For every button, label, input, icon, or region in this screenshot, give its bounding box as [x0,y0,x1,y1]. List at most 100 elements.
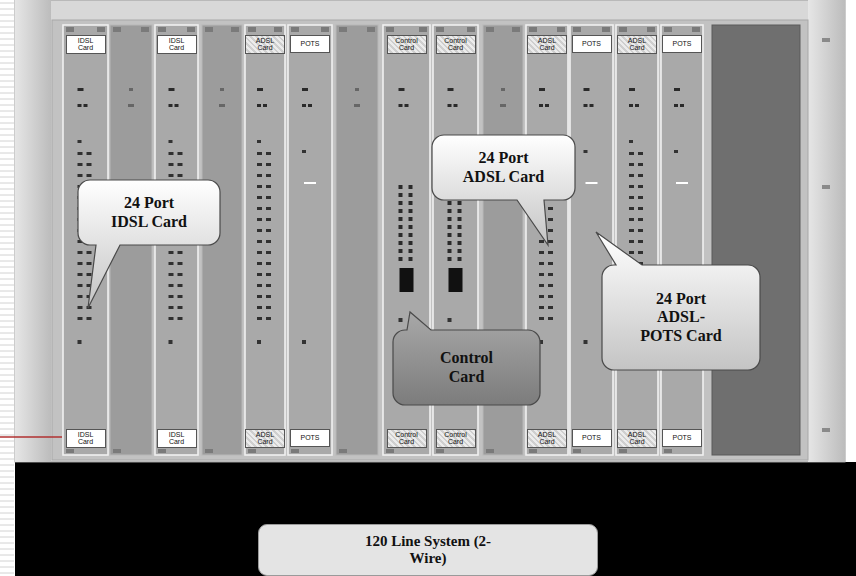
status-led [399,257,403,261]
led [448,318,452,322]
card-latch [436,27,444,32]
led [584,340,588,344]
card-latch [647,27,655,32]
card-label: IDSL Card [157,35,197,54]
port-led [539,284,544,287]
stripe [0,51,14,52]
port-led [266,174,271,177]
left-flange [15,0,51,462]
port-led [548,262,553,265]
card-latch [205,449,213,453]
port-led [266,262,271,265]
callout-bubble: Control Card [393,330,540,405]
status-led [399,241,403,245]
card-latch [248,27,256,32]
card-face [245,25,285,455]
status-led [409,249,413,253]
port-led [169,317,174,320]
led [674,150,678,153]
card-label: Control Card [436,429,476,448]
port-led [266,218,271,221]
status-led [458,257,462,261]
status-led [448,257,452,261]
led [78,340,82,344]
stripe [0,333,14,334]
port-led [548,251,553,254]
led [355,88,359,91]
port-led [87,174,92,177]
flange-tab [822,185,830,189]
stripe [0,3,14,4]
port-led [169,273,174,276]
card-label: POTS [572,35,612,53]
stripe [0,153,14,154]
card-label-text: Control Card [442,37,470,52]
card-latch [386,27,394,32]
card-face [336,25,378,455]
stripe [0,549,14,550]
card-label: Control Card [436,35,476,54]
led [220,88,224,91]
line-card [336,25,378,455]
card-label: POTS [290,35,330,53]
port-led [169,284,174,287]
callout-shape [78,180,220,308]
led [635,104,639,107]
stripe [0,237,14,238]
card-latch [339,27,347,32]
led [78,88,84,91]
card-label-text: ADSL Card [533,37,561,52]
stripe [0,441,14,442]
card-face [661,25,703,455]
led [539,88,545,91]
port-led [539,317,544,320]
led [302,150,306,153]
status-led [409,241,413,245]
stripe [0,243,14,244]
port-led [87,273,92,276]
port-led [638,174,643,177]
led [399,88,405,91]
led [302,104,306,107]
flange-tab [822,38,830,42]
status-led [399,249,403,253]
stripe [0,177,14,178]
card-latch [274,27,282,32]
status-led [448,241,452,245]
port-led [638,163,643,166]
port-led [539,273,544,276]
stripe [0,561,14,562]
stripe [0,207,14,208]
status-led [458,217,462,221]
port-led [638,251,643,254]
stripe [0,327,14,328]
card-latch [573,27,581,32]
status-led [458,225,462,229]
port-led [78,295,83,298]
card-latch [291,27,299,32]
card-latch [467,27,475,32]
port-led [78,306,83,309]
stripe [0,309,14,310]
card-label: POTS [662,429,702,447]
port-led [257,295,262,298]
card-label-text: IDSL Card [72,431,100,446]
port-led [629,185,634,188]
port-led [266,163,271,166]
card-latch [158,449,166,453]
card-latch [619,27,627,32]
stripe [0,93,14,94]
status-led [448,201,452,205]
stripe [0,195,14,196]
status-led [409,225,413,229]
stripe [0,537,14,538]
card-latch [113,27,121,32]
led [302,340,306,344]
port-led [638,185,643,188]
stripe [0,111,14,112]
card-latch [248,449,256,453]
port-led [548,306,553,309]
stripe [0,387,14,388]
card-latch [66,449,74,453]
stripe [0,87,14,88]
